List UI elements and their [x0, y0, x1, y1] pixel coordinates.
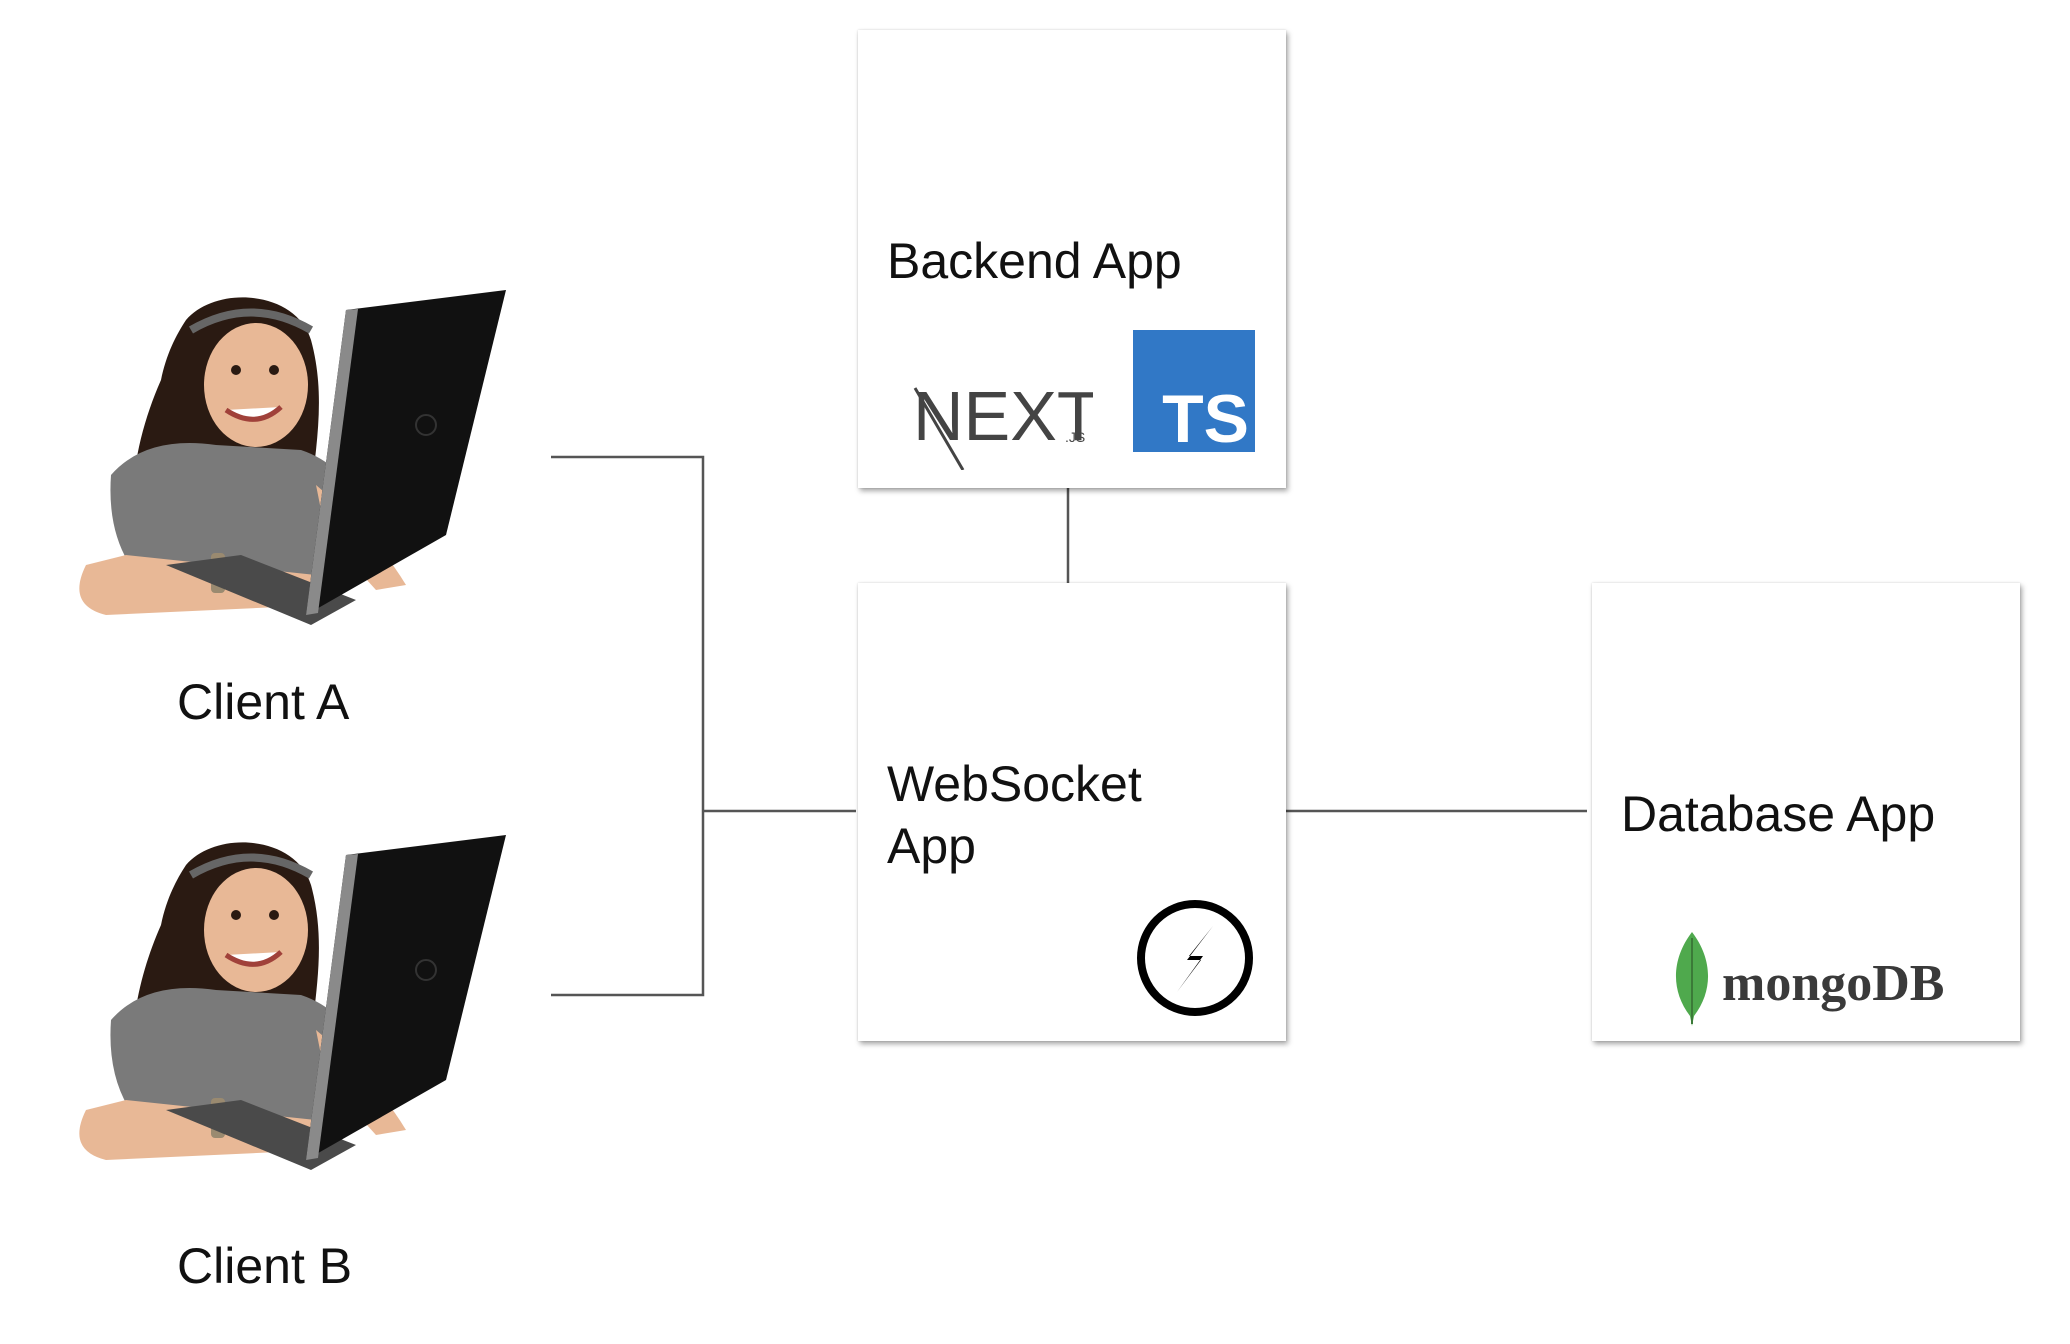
socketio-logo	[1135, 898, 1255, 1018]
nextjs-logo-subtext: .JS	[1065, 429, 1085, 445]
typescript-logo: TS	[1133, 330, 1255, 457]
typescript-logo-text: TS	[1162, 381, 1249, 452]
client-a-label: Client A	[177, 674, 350, 730]
websocket-app-label: WebSocket App	[887, 756, 1142, 874]
nextjs-icon: NEXT .JS	[913, 377, 1100, 471]
backend-app-label: Backend App	[887, 233, 1182, 289]
nextjs-logo: NEXT .JS	[913, 360, 1100, 471]
person-with-laptop-icon	[79, 835, 506, 1170]
mongodb-logo-text: mongoDB	[1722, 955, 1944, 1012]
database-app-box: Database App mongoDB	[1592, 583, 2020, 1041]
nextjs-logo-text: NEXT	[913, 377, 1093, 455]
client-b-label: Client B	[177, 1238, 353, 1294]
database-app-label: Database App	[1621, 786, 1936, 842]
client-a-illustration	[66, 285, 516, 630]
typescript-icon: TS	[1162, 381, 1249, 457]
lightning-bolt-icon	[1137, 900, 1253, 1016]
mongodb-logo: mongoDB	[1670, 928, 2010, 1028]
backend-app-box: Backend App NEXT .JS TS	[858, 30, 1286, 488]
person-with-laptop-icon	[79, 290, 506, 625]
client-b-illustration	[66, 830, 516, 1175]
mongodb-leaf-icon: mongoDB	[1675, 932, 1944, 1026]
connector-client-a	[551, 455, 705, 811]
websocket-app-box: WebSocket App	[858, 583, 1286, 1041]
connector-client-b	[551, 811, 705, 997]
